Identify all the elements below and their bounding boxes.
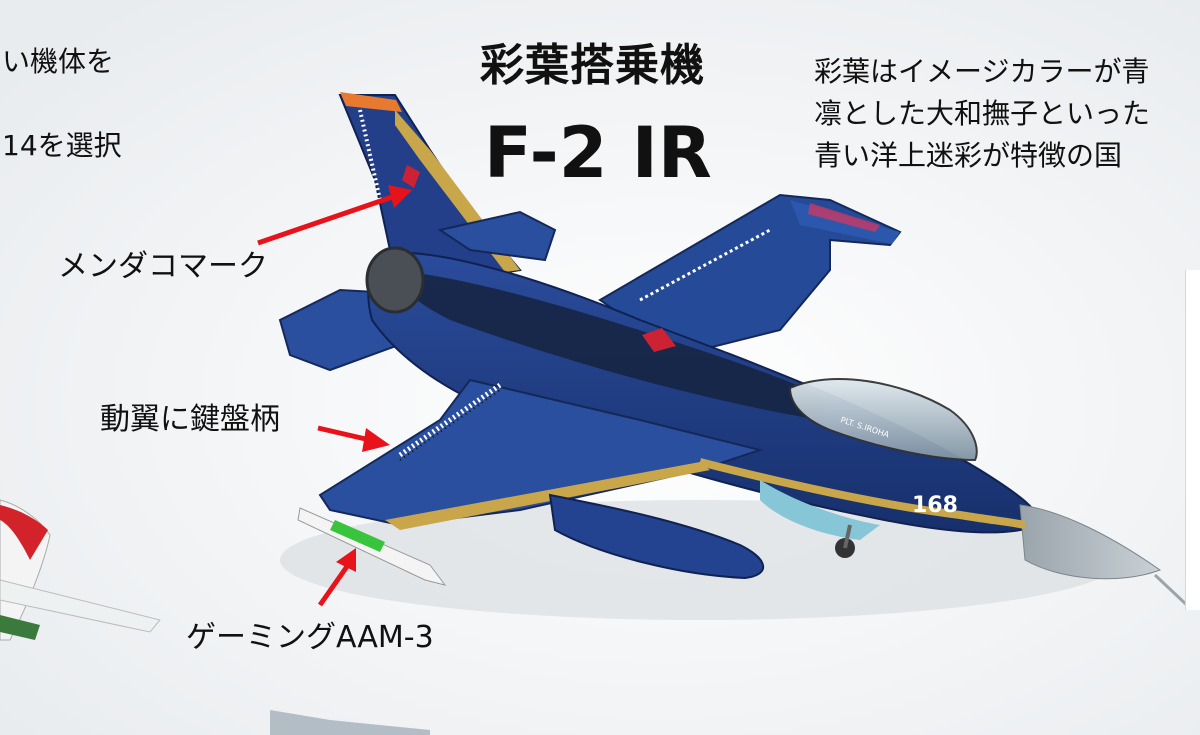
- description-line-2: 凛とした大和撫子といった: [814, 97, 1151, 130]
- keyboard-pattern-flap: [398, 382, 502, 458]
- keyboard-keys: [399, 389, 501, 461]
- page-title-en: F-2 IR: [484, 112, 712, 194]
- partial-aircraft-green: [0, 615, 40, 640]
- arrow-flap-head: [362, 428, 390, 452]
- arrow-emblem-line: [257, 193, 396, 246]
- wing-gold-trim: [385, 462, 710, 530]
- left-text-line-1: い機体を: [2, 45, 115, 78]
- description-line-1: 彩葉はイメージカラーが青: [814, 55, 1150, 88]
- fuselage-gold-trim: [699, 458, 1026, 529]
- left-text-line-2: 14を選択: [2, 129, 122, 162]
- keyboard-pattern-tail: [358, 109, 382, 201]
- keyboard-pattern-right: [639, 228, 771, 302]
- mendako-emblem: [402, 165, 420, 188]
- arrow-flap-line: [317, 425, 371, 443]
- pitot-tube: [1153, 573, 1192, 610]
- drop-tank: [548, 493, 765, 580]
- missile-green-band: [330, 520, 385, 552]
- nose-cone: [1019, 504, 1162, 580]
- partial-aircraft-missile: [0, 579, 161, 633]
- wingtip-marking: [808, 203, 880, 232]
- canopy: [788, 378, 978, 462]
- callout-emblem-label: メンダコマーク: [58, 249, 268, 284]
- page-title-jp: 彩葉搭乗機: [480, 40, 705, 91]
- partial-aircraft-bottom: [270, 710, 430, 735]
- landing-gear-strut: [843, 524, 852, 549]
- right-wing: [598, 193, 902, 357]
- callout-missile-label: ゲーミングAAM-3: [186, 620, 434, 655]
- arrow-missile-line: [317, 563, 351, 607]
- callout-flap-label: 動翼に鍵盤柄: [100, 402, 280, 437]
- fuselage-emblem: [642, 328, 676, 352]
- partial-aircraft-red-tip: [0, 505, 48, 560]
- engine-nozzle: [365, 246, 425, 314]
- right-edge-panel: [1185, 270, 1200, 610]
- fuselage-dark-stripe: [395, 270, 830, 420]
- tail-tip-orange: [340, 92, 402, 112]
- callout-arrows: [257, 185, 412, 607]
- description-line-3: 青い洋上迷彩が特徴の国: [814, 139, 1123, 172]
- right-stabilizer: [437, 210, 557, 262]
- arrow-emblem-head: [388, 185, 412, 208]
- aircraft-number: 168: [912, 493, 958, 518]
- arrow-missile-head: [336, 548, 356, 572]
